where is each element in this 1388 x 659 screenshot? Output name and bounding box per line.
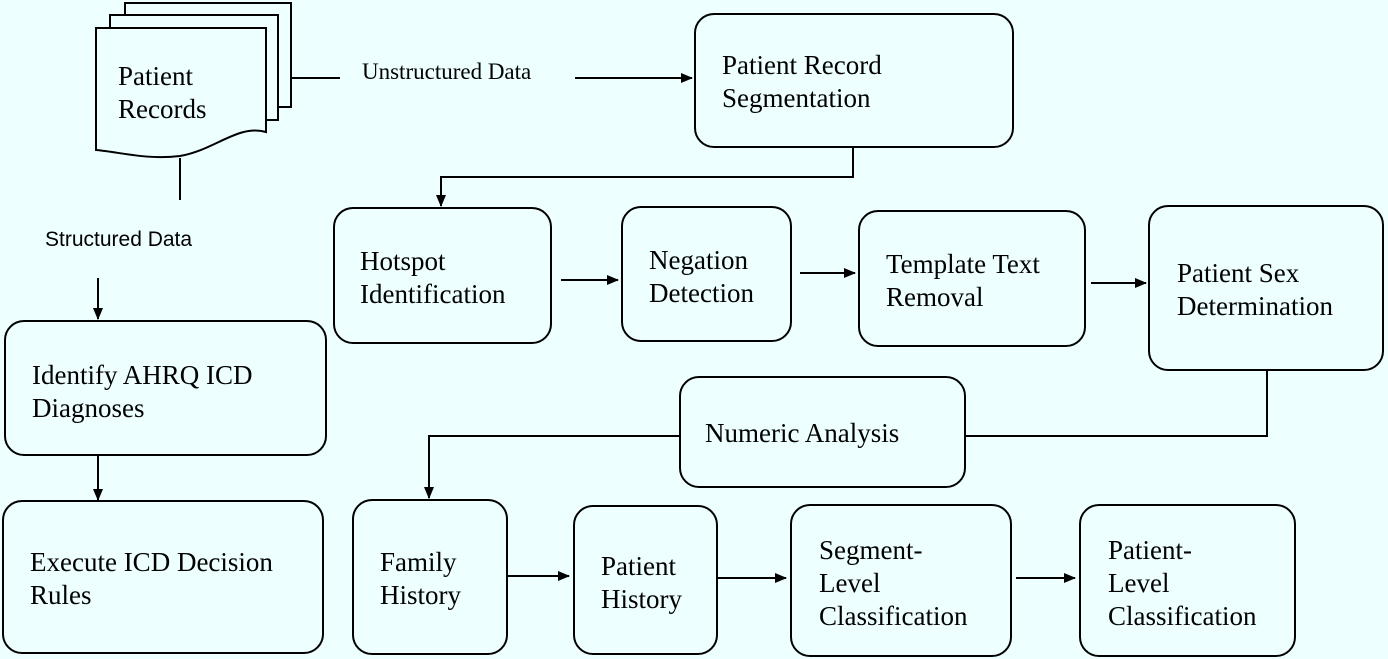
segmentation-label: Patient Record Segmentation bbox=[722, 50, 882, 113]
patient-records-title: Patient Records bbox=[118, 61, 207, 124]
execute-rules-box: Execute ICD Decision Rules bbox=[2, 500, 324, 654]
ahrq-diagnoses-box: Identify AHRQ ICD Diagnoses bbox=[4, 320, 327, 456]
hotspot-box: Hotspot Identification bbox=[333, 207, 552, 344]
patient-records-document-icon bbox=[95, 2, 292, 159]
hotspot-label: Hotspot Identification bbox=[360, 246, 506, 309]
patient-history-label: Patient History bbox=[601, 551, 682, 614]
template-box: Template Text Removal bbox=[858, 210, 1086, 347]
segment-classification-label: Segment- Level Classification bbox=[819, 535, 968, 631]
sex-determination-box: Patient Sex Determination bbox=[1148, 205, 1384, 371]
sex-to-numeric-line bbox=[966, 371, 1268, 437]
connectors bbox=[93, 73, 1268, 583]
negation-label: Negation Detection bbox=[649, 245, 754, 308]
patient-classification-label: Patient- Level Classification bbox=[1108, 535, 1257, 631]
patient-history-box: Patient History bbox=[573, 505, 718, 655]
segmentation-to-hotspot-arrow bbox=[436, 148, 854, 207]
template-label: Template Text Removal bbox=[886, 249, 1040, 312]
segment-classification-box: Segment- Level Classification bbox=[790, 504, 1012, 657]
negation-box: Negation Detection bbox=[621, 206, 792, 342]
structured-data-label: Structured Data bbox=[45, 228, 193, 251]
numeric-analysis-box: Numeric Analysis bbox=[679, 376, 966, 488]
execute-rules-label: Execute ICD Decision Rules bbox=[30, 547, 273, 610]
segmentation-box: Patient Record Segmentation bbox=[694, 13, 1014, 148]
ahrq-diagnoses-label: Identify AHRQ ICD Diagnoses bbox=[32, 360, 253, 423]
family-history-label: Family History bbox=[380, 547, 461, 610]
sex-determination-label: Patient Sex Determination bbox=[1177, 258, 1333, 321]
numeric-analysis-label: Numeric Analysis bbox=[705, 418, 900, 448]
numeric-to-family-arrow bbox=[424, 435, 679, 499]
patient-classification-box: Patient- Level Classification bbox=[1079, 504, 1296, 657]
unstructured-data-label: Unstructured Data bbox=[362, 59, 532, 84]
family-history-box: Family History bbox=[352, 499, 508, 655]
